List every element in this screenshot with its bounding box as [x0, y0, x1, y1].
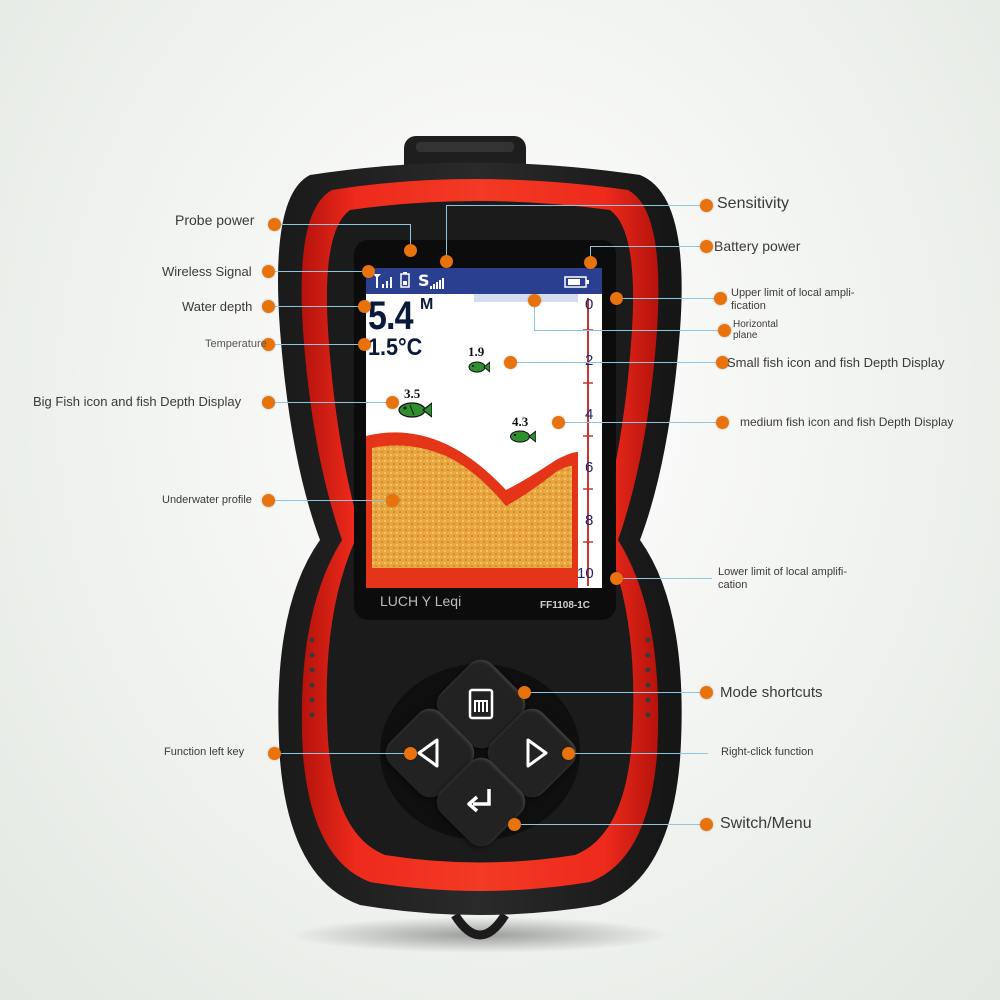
- depth-reading: 5.4: [368, 294, 414, 338]
- scale-4: 4: [585, 406, 594, 423]
- callout-dot: [358, 300, 371, 313]
- label-wireless-signal: Wireless Signal: [162, 264, 252, 279]
- callout-dot: [362, 265, 375, 278]
- label-function-left-key: Function left key: [164, 746, 245, 758]
- label-upper-limit-1: Upper limit of local ampli-: [731, 287, 855, 299]
- label-horizontal-plane-1: Horizontal: [733, 319, 779, 330]
- callout-dot: [610, 572, 623, 585]
- callout-dot: [716, 356, 729, 369]
- scale-8: 8: [585, 512, 594, 529]
- left-arrow-icon: [417, 738, 439, 768]
- label-probe-power: Probe power: [175, 212, 255, 228]
- big-fish-depth: 3.5: [404, 386, 421, 401]
- label-upper-limit-2: fication: [731, 300, 766, 312]
- sensitivity-icon: [430, 276, 444, 289]
- scale-2: 2: [585, 352, 594, 369]
- callout-dot: [716, 416, 729, 429]
- menu-m-icon: [468, 688, 494, 720]
- callout-dot: [386, 494, 399, 507]
- callout-dot: [404, 747, 417, 760]
- sonar-display: [366, 268, 602, 588]
- sensitivity-letter: S: [418, 271, 430, 290]
- label-mode-shortcuts: Mode shortcuts: [720, 684, 823, 701]
- enter-return-icon: [467, 789, 491, 813]
- label-small-fish: Small fish icon and fish Depth Display: [727, 355, 945, 370]
- callout-dot: [700, 199, 713, 212]
- label-right-click: Right-click function: [721, 746, 814, 758]
- big-fish-icon: [398, 401, 433, 419]
- callout-dot: [262, 494, 275, 507]
- callout-dot: [508, 818, 521, 831]
- right-arrow-icon: [526, 738, 548, 768]
- callout-dot: [262, 300, 275, 313]
- label-water-depth: Water depth: [182, 299, 253, 314]
- callout-dot: [562, 747, 575, 760]
- callout-dot: [262, 396, 275, 409]
- callout-dot: [700, 818, 713, 831]
- label-big-fish: Big Fish icon and fish Depth Display: [33, 394, 242, 409]
- small-fish-depth: 1.9: [468, 344, 485, 359]
- depth-unit: M: [420, 296, 434, 313]
- callout-dot: [504, 356, 517, 369]
- label-sensitivity: Sensitivity: [717, 195, 790, 212]
- medium-fish-icon: [510, 429, 537, 444]
- medium-fish-depth: 4.3: [512, 414, 529, 429]
- callout-dot: [262, 265, 275, 278]
- signal-icon: [372, 273, 394, 289]
- callout-dot: [358, 338, 371, 351]
- scale-0: 0: [585, 296, 594, 313]
- callout-dot: [700, 686, 713, 699]
- scale-10: 10: [577, 565, 594, 582]
- callout-dot: [528, 294, 541, 307]
- label-underwater-profile: Underwater profile: [162, 494, 252, 506]
- label-lower-limit-2: cation: [718, 579, 748, 591]
- brand-text: LUCH Y Leqi: [380, 593, 462, 609]
- scale-6: 6: [585, 459, 594, 476]
- label-switch-menu: Switch/Menu: [720, 815, 812, 832]
- label-medium-fish: medium fish icon and fish Depth Display: [740, 415, 954, 429]
- probe-battery-icon: [400, 272, 410, 288]
- temperature-reading: 1.5°C: [368, 334, 423, 361]
- callout-dot: [584, 256, 597, 269]
- callout-dot: [714, 292, 727, 305]
- callout-dot: [718, 324, 731, 337]
- underwater-profile-sand: [372, 445, 572, 568]
- callout-dot: [440, 255, 453, 268]
- callout-dot: [268, 218, 281, 231]
- callout-dot: [262, 338, 275, 351]
- battery-icon: [564, 275, 590, 288]
- label-lower-limit-1: Lower limit of local amplifi-: [718, 566, 847, 578]
- label-horizontal-plane-2: plane: [733, 330, 758, 341]
- label-temperature: Temperature: [205, 338, 267, 350]
- callout-dot: [268, 747, 281, 760]
- callout-dot: [386, 396, 399, 409]
- callout-dot: [518, 686, 531, 699]
- small-fish-icon: [468, 360, 491, 374]
- callout-dot: [552, 416, 565, 429]
- label-battery-power: Battery power: [714, 238, 801, 254]
- model-text: FF1108-1C: [540, 600, 591, 611]
- callout-dot: [610, 292, 623, 305]
- callout-dot: [404, 244, 417, 257]
- sonar-screen: S 5.4 M 1.5°C 1.9 3.5 4.3 0 2 4 6 8 10: [366, 268, 602, 588]
- callout-dot: [700, 240, 713, 253]
